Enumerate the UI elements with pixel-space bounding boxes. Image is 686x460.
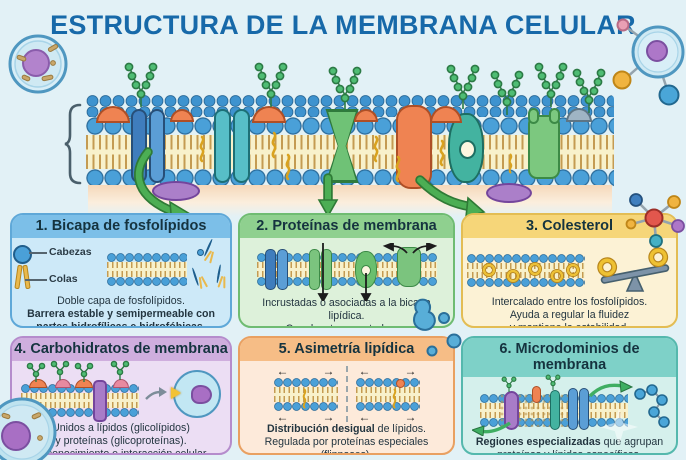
transport-protein-orange (396, 105, 432, 189)
mini-protein-orange (531, 386, 541, 403)
panel-cholesterol: 3. Colesterol (461, 213, 678, 328)
glycan-icon (50, 360, 70, 380)
page-title: ESTRUCTURA DE LA MEMBRANA CELULAR (50, 10, 636, 40)
direction-arrows: ←→ (358, 363, 417, 378)
glycan-icon (74, 362, 94, 382)
mini-protein-purple (93, 380, 107, 422)
panel-bilayer-title: 1. Bicapa de fosfolípidos (12, 215, 230, 238)
panel-microdomains-title: 6. Microdominios de membrana (463, 338, 676, 377)
membrane-illustration (86, 62, 614, 217)
mini-protein-blue (264, 249, 288, 290)
lipid-head-icon (13, 245, 32, 264)
asymmetry-diagram: ←→ ←→ ←→ (273, 363, 420, 424)
mini-protein-pore (354, 251, 377, 288)
panel-proteins-description: Incrustadas o asociadas a la bicapa lipí… (262, 297, 431, 326)
flipped-lipid (395, 378, 405, 388)
mini-protein-purple (503, 391, 519, 430)
peripheral-protein-purple (152, 181, 200, 201)
panel-microdomains-description: Regiones especializadas que agrupan prot… (475, 436, 664, 453)
cholesterol-icon (508, 153, 513, 174)
cholesterol-ring (528, 262, 541, 275)
glycan-icon (501, 376, 516, 392)
membrane-bracket (64, 103, 82, 185)
panel-cholesterol-description: Intercalado entre los fosfolípidos. Ayud… (491, 296, 648, 326)
glycan-icon (490, 70, 524, 116)
peripheral-protein-purple (486, 183, 532, 203)
label-tails: Colas (49, 273, 78, 285)
glycan-icon (26, 362, 46, 382)
mini-protein-green (308, 249, 332, 290)
panel-cholesterol-title: 3. Colesterol (463, 215, 676, 238)
direction-arrows: ←→ (358, 409, 417, 424)
cholesterol-icon (439, 139, 445, 167)
panel-asymmetry-title: 5. Asimetría lipídica (240, 338, 453, 361)
mini-bilayer (107, 252, 187, 286)
interaction-arrow (145, 387, 167, 400)
carbohydrates-diagram (21, 360, 221, 422)
panel-bilayer: 1. Bicapa de fosfolípidos Cabezas Colas (10, 213, 232, 328)
info-panels: 1. Bicapa de fosfolípidos Cabezas Colas (10, 213, 678, 455)
panel-carbohydrates: 4. Carbohidratos de membrana (10, 336, 232, 455)
panel-bilayer-description: Doble capa de fosfolípidos. Barrera esta… (27, 295, 215, 328)
cholesterol-diagram (466, 244, 673, 296)
lipid-tails-icon (14, 264, 31, 290)
microdomains-diagram (470, 374, 670, 436)
panel-microdomains: 6. Microdominios de membrana (461, 336, 678, 455)
channel-protein-blue (131, 109, 165, 183)
nucleus (191, 385, 212, 404)
mini-protein-teal (549, 390, 560, 430)
glycoprotein-dome (55, 379, 71, 388)
glycan-icon (124, 62, 158, 108)
cholesterol-icon (395, 155, 401, 183)
direction-arrows: ←→ (276, 363, 335, 378)
raft-arrow (588, 380, 633, 398)
cholesterol-ring (482, 263, 495, 276)
cholesterol-icon (271, 131, 277, 159)
glycan-icon (534, 62, 568, 108)
free-phospholipids (191, 238, 230, 295)
divider (345, 366, 348, 422)
panel-proteins: 2. Proteínas de membrana (238, 213, 455, 328)
balance-icon (596, 247, 669, 292)
panel-asymmetry: 5. Asimetría lipídica ←→ ←→ (238, 336, 455, 455)
label-heads: Cabezas (49, 246, 92, 258)
channel-protein-teal (214, 109, 250, 183)
glycan-icon (328, 66, 362, 112)
panel-carbohydrates-description: Unidos a lípidos (glicolípidos) y proteí… (33, 422, 209, 455)
proteins-diagram (256, 243, 437, 301)
cholesterol-ring (506, 269, 519, 282)
raft-arrow (471, 421, 511, 436)
cholesterol-icon (199, 135, 205, 163)
panel-asymmetry-description: Distribución desigual de lípidos. Regula… (264, 423, 429, 453)
glycan-icon (254, 62, 288, 108)
receptor-triangle-icon (171, 387, 181, 399)
bilayer-diagram: Cabezas Colas (12, 238, 230, 295)
receptor-protein-green (528, 108, 560, 179)
glycan-icon (110, 360, 130, 380)
cholesterol-icon (285, 153, 291, 181)
transport-arrows (316, 243, 437, 301)
glycoprotein-dome (113, 379, 129, 388)
direction-arrows: ←→ (276, 409, 335, 424)
glycan-icon (446, 64, 480, 110)
cholesterol-ring (550, 269, 563, 282)
molecule-chain-icon (633, 384, 670, 428)
glycan-icon (572, 68, 606, 114)
mini-protein-blue (567, 388, 589, 430)
cholesterol-icon (302, 388, 306, 408)
pore-protein-teal (448, 113, 484, 183)
cholesterol-icon (373, 135, 379, 163)
cell-icon (171, 370, 221, 418)
cholesterol-icon (392, 388, 396, 408)
protein-pore (459, 140, 476, 159)
panel-carbohydrates-title: 4. Carbohidratos de membrana (12, 338, 230, 361)
mini-protein-receptor (396, 247, 421, 287)
glycan-icon (545, 374, 560, 390)
cholesterol-ring (566, 263, 579, 276)
panel-proteins-title: 2. Proteínas de membrana (240, 215, 453, 238)
cell-icon (8, 34, 68, 94)
